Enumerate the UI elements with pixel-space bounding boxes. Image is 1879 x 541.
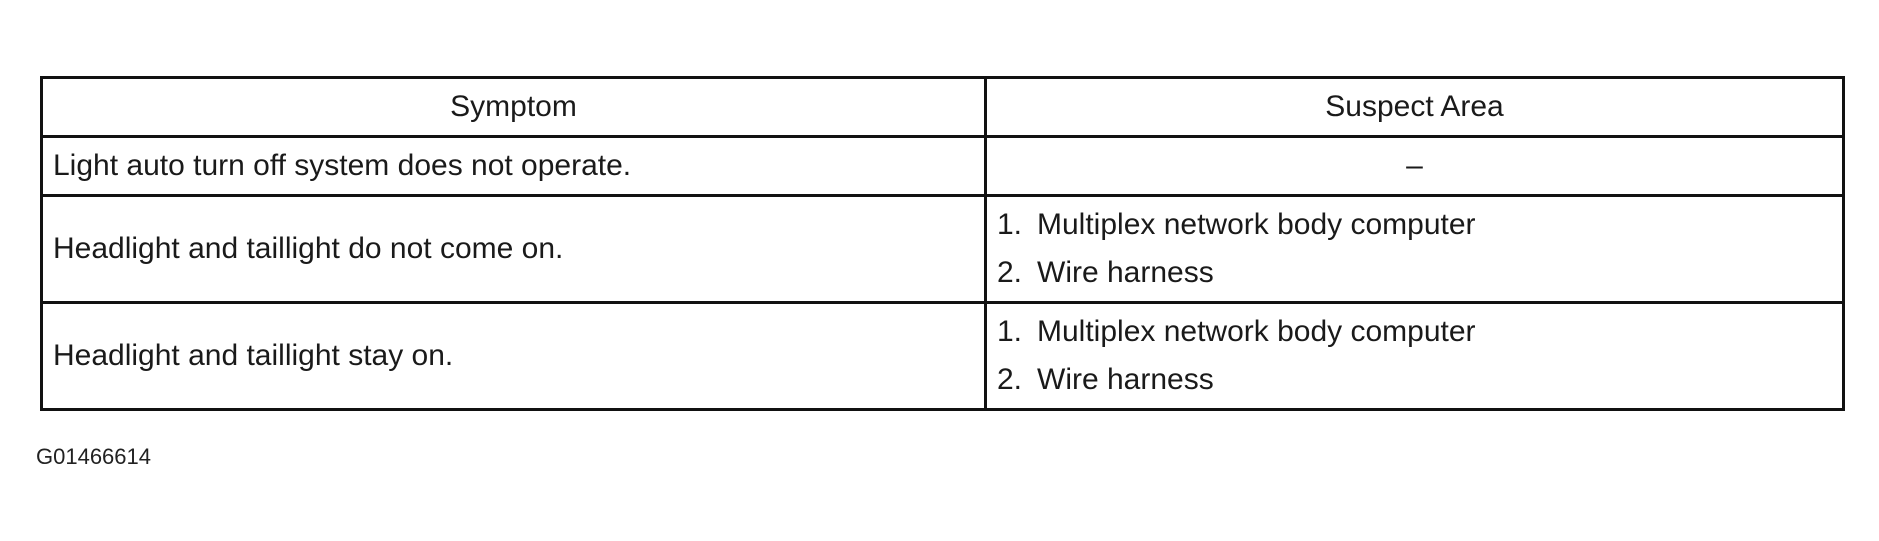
suspect-list: 1. Multiplex network body computer 2. Wire… (997, 201, 1832, 297)
suspect-item: 2. Wire harness (997, 249, 1832, 297)
suspect-list: 1. Multiplex network body computer 2. Wire… (997, 308, 1832, 404)
suspect-item: 1. Multiplex network body computer (997, 201, 1832, 249)
suspect-area-cell: 1. Multiplex network body computer 2. Wire… (984, 194, 1845, 304)
suspect-item-text: Wire harness (1037, 256, 1214, 289)
suspect-item-text: Multiplex network body computer (1037, 208, 1476, 241)
figure-id: G01466614 (36, 444, 151, 469)
suspect-item-text: Wire harness (1037, 363, 1214, 396)
table-header-row: Symptom Suspect Area (40, 76, 1845, 138)
suspect-item: 2. Wire harness (997, 356, 1832, 404)
suspect-item-number: 1. (997, 208, 1023, 241)
symptom-cell: Light auto turn off system does not oper… (40, 135, 987, 197)
symptom-cell: Headlight and taillight do not come on. (40, 194, 987, 304)
diagnosis-table: Symptom Suspect Area Light auto turn off… (40, 76, 1845, 411)
header-symptom: Symptom (40, 76, 987, 138)
table-row: Light auto turn off system does not oper… (40, 135, 1845, 197)
suspect-item-text: Multiplex network body computer (1037, 315, 1476, 348)
suspect-item-number: 1. (997, 315, 1023, 348)
suspect-item: 1. Multiplex network body computer (997, 308, 1832, 356)
table-row: Headlight and taillight stay on. 1. Multi… (40, 301, 1845, 411)
header-suspect-area: Suspect Area (984, 76, 1845, 138)
suspect-item-number: 2. (997, 363, 1023, 396)
symptom-cell: Headlight and taillight stay on. (40, 301, 987, 411)
table-row: Headlight and taillight do not come on. … (40, 194, 1845, 304)
suspect-area-cell: – (984, 135, 1845, 197)
suspect-item-number: 2. (997, 256, 1023, 289)
suspect-area-cell: 1. Multiplex network body computer 2. Wire… (984, 301, 1845, 411)
